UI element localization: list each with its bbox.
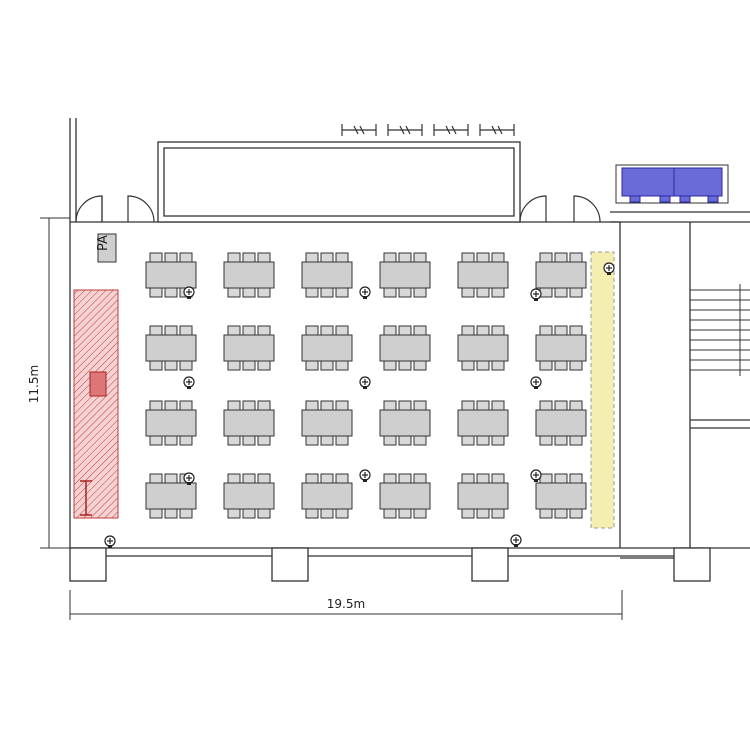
table	[535, 409, 587, 437]
fixture-icon	[359, 286, 371, 299]
table	[145, 409, 197, 437]
table	[535, 482, 587, 510]
table	[145, 261, 197, 289]
fixture-icon	[510, 534, 522, 547]
table	[379, 482, 431, 510]
table-set	[457, 473, 509, 519]
table	[145, 334, 197, 362]
table	[145, 482, 197, 510]
fixture-icon	[359, 376, 371, 389]
fixture-icon	[530, 376, 542, 389]
table-set	[535, 325, 587, 371]
pa-box: PA	[96, 233, 117, 263]
table	[223, 409, 275, 437]
fixture-icon	[104, 535, 116, 548]
table-set	[379, 400, 431, 446]
registration-strip	[590, 251, 615, 529]
table-set	[457, 252, 509, 298]
table-set	[223, 400, 275, 446]
pa-label: PA	[96, 235, 111, 251]
fixture-icon	[603, 262, 615, 275]
table	[457, 261, 509, 289]
table-set	[145, 400, 197, 446]
table-set	[301, 400, 353, 446]
fixture-icon	[183, 472, 195, 485]
table-set	[145, 325, 197, 371]
right-double-door	[519, 195, 601, 223]
fixture-icon	[183, 286, 195, 299]
fixture-icon	[183, 376, 195, 389]
blue-equipment	[615, 164, 729, 204]
tables-layer	[145, 252, 587, 519]
table-set	[535, 252, 587, 298]
table	[457, 482, 509, 510]
table-set	[223, 325, 275, 371]
width-dimension	[69, 590, 623, 620]
table-set	[301, 473, 353, 519]
fixtures-layer	[104, 262, 615, 548]
table	[223, 334, 275, 362]
table	[535, 334, 587, 362]
window-markers	[341, 124, 515, 136]
left-double-door	[75, 195, 155, 223]
table-set	[457, 325, 509, 371]
table	[379, 261, 431, 289]
table-set	[301, 325, 353, 371]
table	[301, 334, 353, 362]
table	[301, 482, 353, 510]
table-set	[457, 400, 509, 446]
table	[301, 409, 353, 437]
table	[457, 409, 509, 437]
top-window-block	[157, 141, 521, 223]
stage-area	[73, 289, 119, 519]
table-set	[301, 252, 353, 298]
table	[223, 261, 275, 289]
bottom-wall	[69, 547, 711, 582]
height-dimension	[40, 217, 70, 549]
staircase	[690, 284, 750, 376]
table-set	[535, 400, 587, 446]
table-set	[145, 473, 197, 519]
fixture-icon	[359, 469, 371, 482]
table	[379, 409, 431, 437]
table-set	[223, 473, 275, 519]
width-dimension-label: 19.5m	[327, 597, 365, 611]
table-set	[379, 325, 431, 371]
height-dimension-label: 11.5m	[27, 365, 41, 403]
table	[457, 334, 509, 362]
table	[223, 482, 275, 510]
table-set	[535, 473, 587, 519]
table	[379, 334, 431, 362]
table	[535, 261, 587, 289]
table-set	[379, 252, 431, 298]
table-set	[223, 252, 275, 298]
table	[301, 261, 353, 289]
fixture-icon	[530, 288, 542, 301]
fixture-icon	[530, 469, 542, 482]
table-set	[379, 473, 431, 519]
